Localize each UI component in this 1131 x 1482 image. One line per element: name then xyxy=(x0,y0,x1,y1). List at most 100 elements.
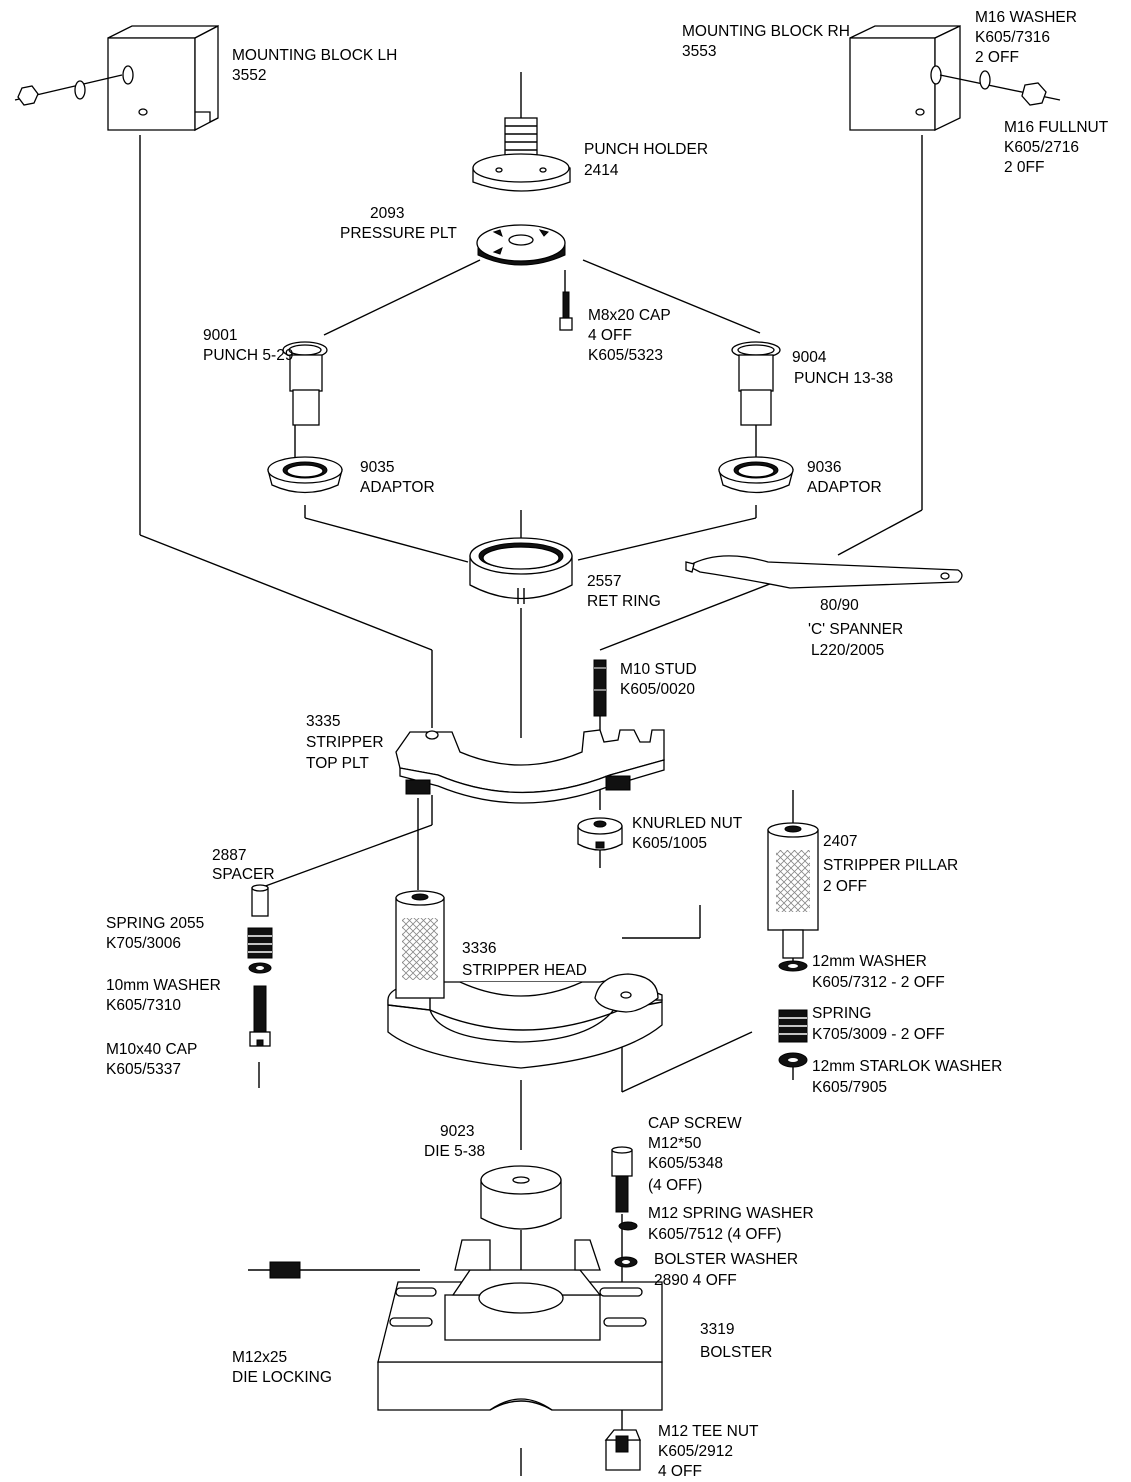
die xyxy=(480,1165,562,1230)
label-spring-2055-1: SPRING 2055 xyxy=(106,915,204,932)
svg-text:MOUNTING BLOCK RH: MOUNTING BLOCK RH xyxy=(682,23,850,40)
label-tee-nut-1: M12 TEE NUT xyxy=(658,1423,759,1440)
label-12mm-washer-2: K605/7312 - 2 OFF xyxy=(812,974,945,991)
label-mounting-block-lh-1: MOUNTING BLOCK LH xyxy=(232,47,397,64)
svg-text:12mm WASHER: 12mm WASHER xyxy=(812,953,927,970)
label-ret-ring-1: 2557 xyxy=(587,573,621,590)
svg-text:BOLSTER: BOLSTER xyxy=(700,1344,772,1361)
label-12mm-washer-1: 12mm WASHER xyxy=(812,953,927,970)
svg-text:K605/2716: K605/2716 xyxy=(1004,139,1079,156)
svg-text:K605/1005: K605/1005 xyxy=(632,835,707,852)
label-spacer-1: 2887 xyxy=(212,847,246,864)
label-spring-3009-2: K705/3009 - 2 OFF xyxy=(812,1026,945,1043)
knurled-nut xyxy=(577,817,623,851)
pressure-plate xyxy=(476,224,566,266)
small-parts-left xyxy=(247,884,273,1047)
label-adaptor-9035-1: 9035 xyxy=(360,459,394,476)
label-starlok-washer-1: 12mm STARLOK WASHER xyxy=(812,1058,1002,1075)
label-adaptor-9036-2: ADAPTOR xyxy=(807,479,882,496)
punch-13-38 xyxy=(731,341,781,426)
label-m8x20-cap-1: M8x20 CAP xyxy=(588,307,671,324)
labels: MOUNTING BLOCK LH 3552 MOUNTING BLOCK RH… xyxy=(106,9,1109,1480)
svg-text:RET RING: RET RING xyxy=(587,593,661,610)
label-m16-fullnut-3: 2 0FF xyxy=(1004,159,1044,176)
label-spring-3009-1: SPRING xyxy=(812,1005,871,1022)
label-die-2: DIE 5-38 xyxy=(424,1143,485,1160)
m10-stud xyxy=(593,659,607,717)
label-10mm-washer-2: K605/7310 xyxy=(106,997,181,1014)
svg-text:K605/5337: K605/5337 xyxy=(106,1061,181,1078)
svg-text:KNURLED NUT: KNURLED NUT xyxy=(632,815,743,832)
label-m10x40-cap-2: K605/5337 xyxy=(106,1061,181,1078)
svg-text:SPRING: SPRING xyxy=(812,1005,871,1022)
svg-text:K705/3009 - 2 OFF: K705/3009 - 2 OFF xyxy=(812,1026,945,1043)
svg-text:'C' SPANNER: 'C' SPANNER xyxy=(808,621,903,638)
svg-text:M12 TEE NUT: M12 TEE NUT xyxy=(658,1423,759,1440)
label-stripper-pillar-2: STRIPPER PILLAR xyxy=(823,857,958,874)
adaptor-9035 xyxy=(267,456,343,494)
svg-text:ADAPTOR: ADAPTOR xyxy=(807,479,882,496)
svg-text:M16 FULLNUT: M16 FULLNUT xyxy=(1004,119,1109,136)
label-spring-2055-2: K705/3006 xyxy=(106,935,181,952)
svg-text:12mm STARLOK WASHER: 12mm STARLOK WASHER xyxy=(812,1058,1002,1075)
mounting-block-rh xyxy=(849,24,1061,132)
svg-text:M10 STUD: M10 STUD xyxy=(620,661,697,678)
svg-text:M12*50: M12*50 xyxy=(648,1135,702,1152)
label-ret-ring-2: RET RING xyxy=(587,593,661,610)
svg-text:3336: 3336 xyxy=(462,940,496,957)
label-m10-stud-2: K605/0020 xyxy=(620,681,695,698)
svg-text:PUNCH HOLDER: PUNCH HOLDER xyxy=(584,141,708,158)
label-bolster-2: BOLSTER xyxy=(700,1344,772,1361)
label-m10-stud-1: M10 STUD xyxy=(620,661,697,678)
svg-text:PUNCH 5-29: PUNCH 5-29 xyxy=(203,347,293,364)
svg-text:2890 4 OFF: 2890 4 OFF xyxy=(654,1272,737,1289)
label-adaptor-9035-2: ADAPTOR xyxy=(360,479,435,496)
label-m16-washer-3: 2 OFF xyxy=(975,49,1019,66)
label-mounting-block-rh-2: 3553 xyxy=(682,43,716,60)
svg-text:K605/7316: K605/7316 xyxy=(975,29,1050,46)
label-starlok-washer-2: K605/7905 xyxy=(812,1079,887,1096)
svg-text:3552: 3552 xyxy=(232,67,266,84)
tee-nut xyxy=(604,1429,641,1471)
label-m16-washer-2: K605/7316 xyxy=(975,29,1050,46)
label-pressure-plt-1: 2093 xyxy=(370,205,404,222)
punch-5-29 xyxy=(282,341,328,426)
svg-text:K605/7312 - 2 OFF: K605/7312 - 2 OFF xyxy=(812,974,945,991)
svg-text:L220/2005: L220/2005 xyxy=(811,642,884,659)
cap-screw-m12 xyxy=(611,1146,638,1268)
svg-text:9035: 9035 xyxy=(360,459,394,476)
label-mounting-block-lh-2: 3552 xyxy=(232,67,266,84)
svg-text:2407: 2407 xyxy=(823,833,857,850)
svg-text:2414: 2414 xyxy=(584,162,619,179)
svg-text:K605/7905: K605/7905 xyxy=(812,1079,887,1096)
ret-ring xyxy=(469,537,573,604)
svg-text:BOLSTER WASHER: BOLSTER WASHER xyxy=(654,1251,798,1268)
svg-text:2 OFF: 2 OFF xyxy=(823,878,867,895)
svg-text:4 OFF: 4 OFF xyxy=(658,1463,702,1480)
svg-text:80/90: 80/90 xyxy=(820,597,859,614)
label-die-locking-1: M12x25 xyxy=(232,1349,287,1366)
svg-text:SPRING 2055: SPRING 2055 xyxy=(106,915,204,932)
svg-text:4 OFF: 4 OFF xyxy=(588,327,632,344)
label-stripper-pillar-1: 2407 xyxy=(823,833,857,850)
label-knurled-nut-1: KNURLED NUT xyxy=(632,815,743,832)
svg-text:3319: 3319 xyxy=(700,1321,734,1338)
label-cap-screw-4: (4 OFF) xyxy=(648,1177,702,1194)
svg-text:(4 OFF): (4 OFF) xyxy=(648,1177,702,1194)
svg-text:9036: 9036 xyxy=(807,459,841,476)
svg-text:DIE 5-38: DIE 5-38 xyxy=(424,1143,485,1160)
label-stripper-top-plt-1: 3335 xyxy=(306,713,340,730)
svg-text:STRIPPER HEAD: STRIPPER HEAD xyxy=(462,962,587,979)
svg-text:M16 WASHER: M16 WASHER xyxy=(975,9,1077,26)
label-stripper-head-1: 3336 xyxy=(462,940,496,957)
adaptor-9036 xyxy=(718,456,794,494)
label-m12-spring-washer-2: K605/7512 (4 OFF) xyxy=(648,1226,782,1243)
svg-text:9001: 9001 xyxy=(203,327,237,344)
label-m10x40-cap-1: M10x40 CAP xyxy=(106,1041,197,1058)
c-spanner xyxy=(685,555,963,589)
svg-text:M12 SPRING WASHER: M12 SPRING WASHER xyxy=(648,1205,814,1222)
label-stripper-top-plt-3: TOP PLT xyxy=(306,755,369,772)
label-m8x20-cap-3: K605/5323 xyxy=(588,347,663,364)
label-cap-screw-3: K605/5348 xyxy=(648,1155,723,1172)
